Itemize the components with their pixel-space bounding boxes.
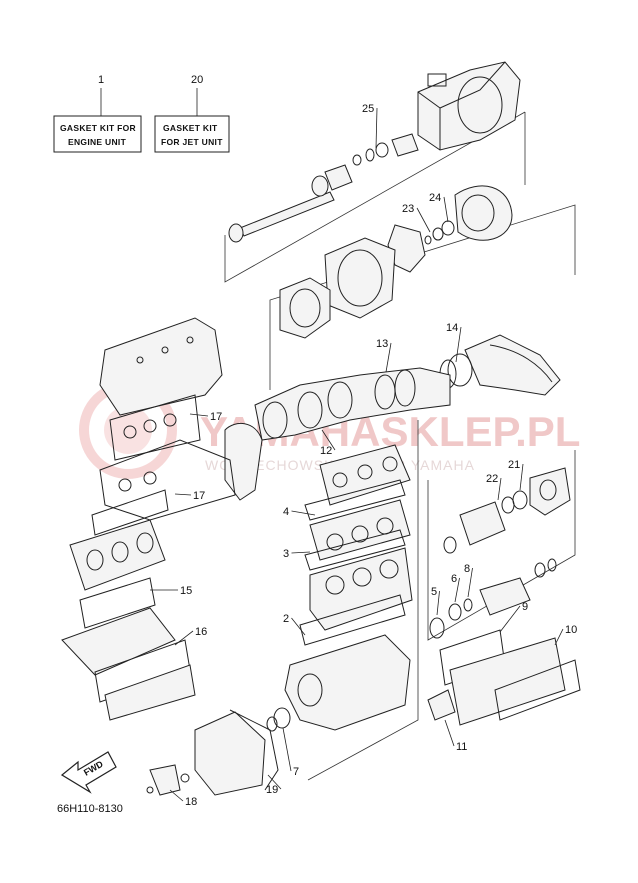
callout-7: 7 — [293, 766, 299, 778]
callout-leader — [467, 567, 473, 598]
kit-jet-number: 20 — [191, 74, 203, 86]
callout-25: 25 — [362, 103, 374, 115]
callout-22: 22 — [486, 473, 498, 485]
callout-leader — [436, 590, 440, 616]
exhaust-manifold — [427, 629, 581, 726]
callout-12: 12 — [320, 445, 332, 457]
jet-nozzle — [417, 61, 521, 151]
callout-3: 3 — [283, 548, 289, 560]
callout-leader — [321, 429, 336, 451]
callout-17: 17 — [193, 490, 205, 502]
callout-leader — [174, 630, 194, 646]
callout-leader — [444, 719, 455, 747]
callout-leader — [454, 577, 460, 603]
callout-leader — [291, 551, 311, 554]
diagram-code: 66H110-8130 — [57, 803, 123, 815]
cylinder-block — [299, 444, 413, 646]
callout-leader — [499, 605, 521, 633]
callout-21: 21 — [508, 459, 520, 471]
kit-engine-line2: ENGINE UNIT — [68, 137, 127, 147]
callout-leader — [291, 617, 306, 636]
callout-15: 15 — [180, 585, 192, 597]
callout-8: 8 — [464, 563, 470, 575]
coupling-parts — [429, 558, 557, 639]
callout-23: 23 — [402, 203, 414, 215]
callout-leader — [497, 477, 502, 501]
callout-2: 2 — [283, 613, 289, 625]
callout-14: 14 — [446, 322, 458, 334]
kit-jet-unit: 20 GASKET KIT FOR JET UNIT — [154, 74, 230, 153]
kit-engine-unit: 1 GASKET KIT FOR ENGINE UNIT — [53, 74, 142, 153]
kit-jet-line1: GASKET KIT — [163, 123, 218, 133]
callout-11: 11 — [456, 741, 467, 753]
callout-leader — [554, 628, 564, 646]
fwd-arrow: FWD — [60, 751, 117, 794]
callout-10: 10 — [565, 624, 577, 636]
callout-leader — [291, 510, 316, 516]
callout-9: 9 — [522, 601, 528, 613]
head-cover — [99, 317, 223, 416]
callout-leader — [267, 774, 282, 790]
kit-engine-line1: GASKET KIT FOR — [60, 123, 136, 133]
kit-engine-number: 1 — [98, 74, 104, 86]
drive-shaft — [228, 133, 419, 243]
crankcase — [266, 634, 411, 732]
head-gaskets — [91, 394, 236, 536]
callout-leader — [385, 342, 392, 373]
callout-leader — [375, 107, 378, 149]
callout-4: 4 — [283, 506, 289, 518]
callout-24: 24 — [429, 192, 441, 204]
callout-6: 6 — [451, 573, 457, 585]
callout-leader — [189, 413, 209, 417]
callout-leader — [416, 207, 431, 233]
kit-jet-line2: FOR JET UNIT — [161, 137, 223, 147]
sensor-assembly — [146, 764, 190, 796]
jet-bearing-housing — [443, 467, 571, 554]
exhaust-pipe — [224, 367, 451, 501]
callout-13: 13 — [376, 338, 388, 350]
callout-16: 16 — [195, 626, 207, 638]
carburetors — [69, 519, 166, 629]
callout-leader — [282, 727, 292, 772]
callout-5: 5 — [431, 586, 437, 598]
callout-leader — [169, 789, 184, 802]
callout-18: 18 — [185, 796, 197, 808]
impeller-housing — [279, 185, 513, 339]
intake-duct — [439, 334, 561, 396]
stator-cover — [194, 709, 279, 796]
callout-17: 17 — [210, 411, 222, 423]
callout-leader — [174, 493, 192, 496]
callout-leader — [443, 196, 449, 223]
callout-leader — [455, 326, 462, 363]
callout-leader — [519, 463, 524, 491]
callout-19: 19 — [266, 784, 278, 796]
intake-manifold — [61, 607, 196, 721]
